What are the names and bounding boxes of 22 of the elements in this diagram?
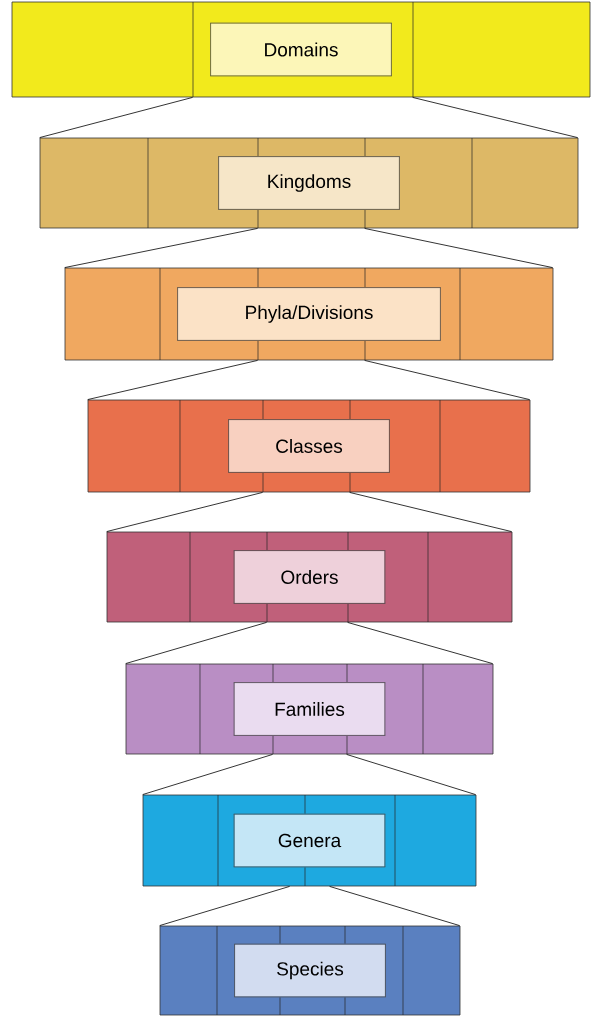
rank-bar: Phyla/Divisions [64, 267, 554, 361]
connector-line [64, 228, 258, 268]
rank-bar: Genera [142, 794, 477, 887]
connector-line [106, 492, 263, 532]
rank-bar: Kingdoms [39, 137, 579, 229]
connector-line [329, 886, 460, 926]
rank-bar: Families [125, 663, 494, 755]
connector-line [142, 754, 273, 795]
connector-line [159, 886, 290, 926]
rank-bar: Species [159, 925, 461, 1016]
connector-line [346, 754, 476, 795]
connector-line [364, 360, 530, 400]
connector-line [125, 622, 267, 664]
connector-line [349, 492, 512, 532]
rank-bar: Orders [106, 531, 513, 623]
connector-line [87, 360, 258, 400]
rank-bar: Domains [11, 1, 591, 98]
connector-line [412, 97, 578, 138]
connector-line [347, 622, 493, 664]
connector-line [364, 228, 553, 268]
rank-bar: Classes [87, 399, 531, 493]
connector-line [39, 97, 193, 138]
